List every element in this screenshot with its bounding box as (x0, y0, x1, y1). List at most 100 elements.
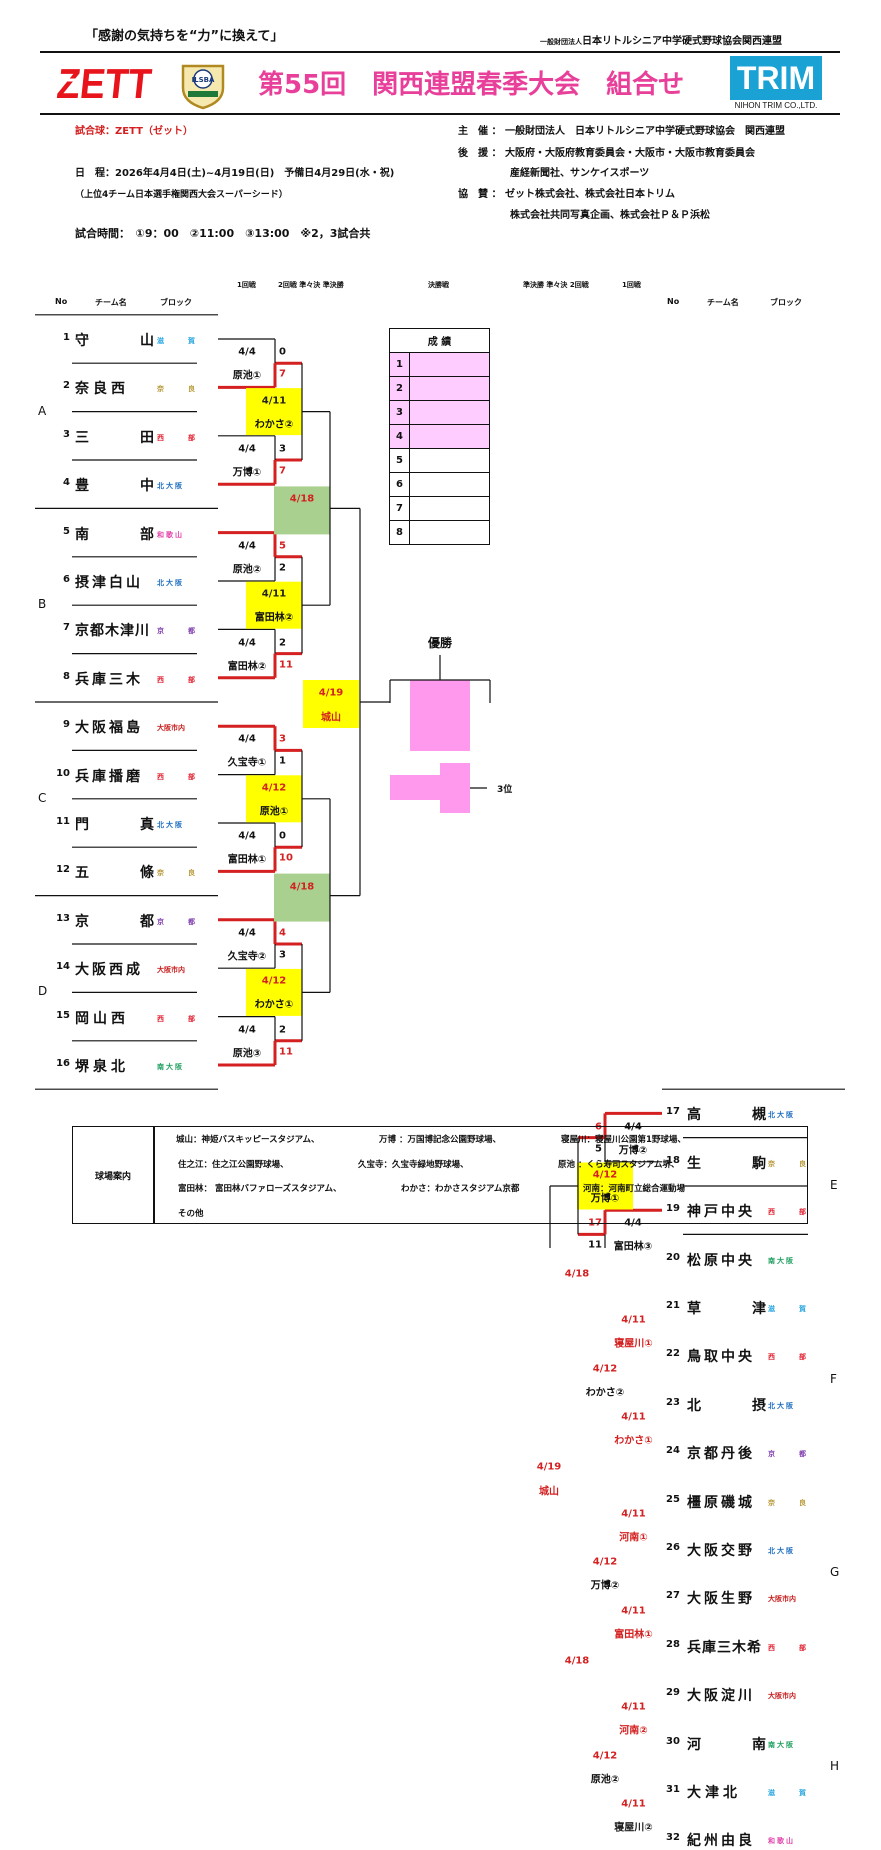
org-prefix: 一般財団法人 (540, 38, 582, 46)
team-number: 18 (666, 1154, 680, 1166)
third-place-label: 3位 (497, 785, 513, 795)
score: 0 (279, 346, 286, 358)
round-header-left-r1: 1回戦 (237, 281, 256, 289)
team-block: 京都 (768, 1450, 806, 1459)
sponsor-2: 株式会社共同写真企画、株式会社Ｐ＆Ｐ浜松 (510, 210, 710, 221)
column-no-left: No (55, 297, 68, 306)
team-name: 大阪福島 (75, 720, 143, 737)
team-block: 滋賀 (768, 1305, 806, 1313)
round2-match-box (246, 388, 302, 436)
round2-match-box (246, 775, 302, 823)
match-venue: 万博① (590, 1193, 620, 1205)
team-number: 6 (63, 574, 70, 585)
sponsor: 協 賛 ： ゼット株式会社、株式会社日本トリム (458, 189, 675, 200)
match-date: 4/4 (238, 443, 256, 455)
match-venue: わかさ② (254, 419, 294, 431)
rank-team[interactable] (409, 448, 490, 473)
match-date: 4/4 (238, 540, 256, 552)
match-date: 4/11 (621, 1508, 646, 1520)
match-venue: 城山 (539, 1486, 559, 1498)
team-name: 三田 (75, 429, 154, 446)
team-number: 27 (666, 1590, 680, 1602)
venue-guide-label: 球場案内 (94, 1172, 131, 1182)
rank-team[interactable] (409, 400, 490, 425)
score: 11 (279, 1046, 293, 1058)
trim-company: NIHON TRIM CO.,LTD. (734, 101, 818, 110)
team-block: 奈良 (157, 869, 195, 878)
match-venue: わかさ② (585, 1387, 625, 1399)
match-date: 4/11 (621, 1314, 646, 1326)
team-number: 17 (666, 1106, 680, 1118)
column-no-right: No (667, 297, 680, 306)
group-label: D (38, 984, 48, 999)
score: 2 (279, 1024, 286, 1036)
rank-team[interactable] (409, 520, 490, 545)
team-number: 29 (666, 1687, 680, 1699)
team-block: 西部 (157, 772, 195, 781)
match-venue: 城山 (321, 712, 341, 724)
match-date: 4/11 (621, 1411, 646, 1423)
venue-guide: 球場案内 城山：神姫バスキッピースタジアム、万博 ：万国博記念公園野球場、寝屋川… (72, 1126, 808, 1224)
round-header-left-rest: 2回戦 準々決 準決勝 (278, 281, 344, 289)
team-number: 24 (666, 1445, 680, 1457)
rank-team[interactable] (409, 472, 490, 497)
team-number: 13 (56, 912, 70, 924)
team-name: 門真 (75, 817, 154, 833)
group-label: G (830, 1565, 840, 1580)
match-venue: 万博① (232, 467, 262, 479)
team-block: 和歌山 (157, 530, 184, 539)
match-venue: 原池① (232, 370, 262, 382)
results-row: 2 (389, 376, 490, 401)
group-label: C (38, 790, 47, 805)
team-name: 神戸中央 (687, 1204, 755, 1221)
match-venue: 原池② (232, 564, 262, 576)
group-label: H (830, 1758, 840, 1773)
rank-team[interactable] (409, 376, 490, 401)
match-date: 4/4 (238, 1024, 256, 1036)
match-venue: 寝屋川② (614, 1822, 653, 1834)
match-venue: 富田林② (227, 661, 267, 673)
team-block: 南大阪 (157, 1063, 184, 1071)
round-header-final: 決勝戦 (428, 281, 449, 289)
match-venue: 富田林② (254, 612, 294, 624)
team-block: 奈良 (768, 1159, 806, 1168)
team-block: 西部 (768, 1353, 806, 1362)
team-name: 鳥取中央 (687, 1349, 755, 1366)
match-date: 4/4 (238, 927, 256, 939)
rank-number: 3 (389, 400, 410, 425)
score: 0 (279, 830, 286, 842)
org-name: 一般財団法人日本リトルシニア中学硬式野球協会関西連盟 (540, 29, 782, 48)
team-block: 京都 (157, 627, 195, 636)
rank-team[interactable] (409, 352, 490, 377)
rank-number: 4 (389, 424, 410, 449)
team-block: 大阪市内 (768, 1692, 796, 1701)
match-date: 4/18 (289, 493, 315, 505)
results-row: 4 (389, 424, 490, 449)
match-date: 4/19 (536, 1461, 562, 1473)
venue-entry: 寝屋川：寝屋川公園第1野球場、 (561, 1135, 686, 1145)
seed-note: （上位4チーム日本選手権関西大会スーパーシード） (75, 190, 288, 200)
rank-team[interactable] (409, 496, 490, 521)
match-date: 4/12 (261, 975, 287, 987)
support: 後 援 ： 大阪府・大阪府教育委員会・大阪市・大阪市教育委員会 (458, 148, 755, 159)
team-block: 奈良 (768, 1498, 806, 1507)
rank-number: 7 (389, 496, 410, 521)
round-header-right-rest: 準決勝 準々決 2回戦 (523, 281, 589, 289)
venue-entry: その他 (178, 1208, 204, 1219)
team-number: 12 (56, 864, 70, 876)
score: 3 (279, 443, 286, 455)
team-block: 北大阪 (157, 482, 184, 491)
team-name: 京都丹後 (687, 1446, 755, 1463)
trim-logo: TRIM NIHON TRIM CO.,LTD. (730, 56, 822, 112)
rank-team[interactable] (409, 424, 490, 449)
match-date: 4/19 (318, 687, 344, 699)
round-header-right-r1: 1回戦 (622, 281, 641, 289)
results-row: 7 (389, 496, 490, 521)
trim-logo-text: TRIM (736, 60, 816, 96)
match-date: 4/12 (592, 1169, 618, 1181)
team-block: 北大阪 (157, 821, 184, 829)
match-date: 4/11 (621, 1605, 646, 1617)
match-date: 4/18 (564, 1655, 590, 1667)
team-number: 8 (63, 670, 70, 682)
team-name: 紀州由良 (687, 1833, 755, 1850)
